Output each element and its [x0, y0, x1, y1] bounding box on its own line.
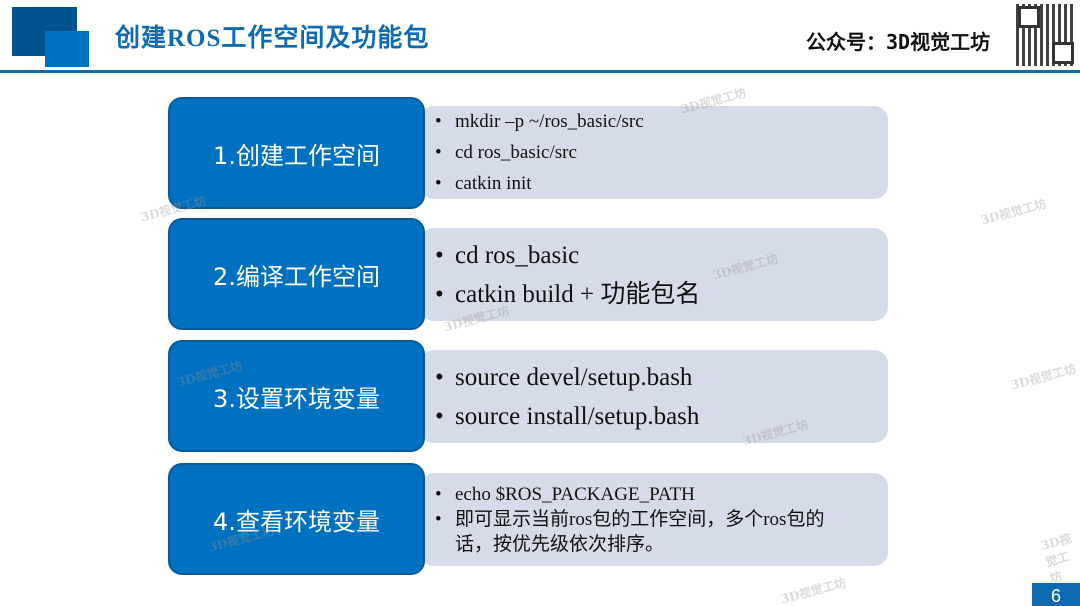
step-3-content: source devel/setup.bash source install/s…: [420, 350, 888, 443]
logo-square-light: [45, 31, 89, 67]
list-item: source install/setup.bash: [435, 397, 888, 436]
list-item: cd ros_basic/src: [435, 137, 888, 168]
list-item: mkdir –p ~/ros_basic/src: [435, 106, 888, 137]
step-4-box: 4.查看环境变量: [168, 463, 425, 575]
list-item: echo $ROS_PACKAGE_PATH: [435, 482, 888, 507]
list-item: 即可显示当前ros包的工作空间，多个ros包的话，按优先级依次排序。: [435, 507, 855, 557]
watermark: 3D视觉工坊: [1009, 361, 1078, 393]
step-1-box: 1.创建工作空间: [168, 97, 425, 209]
list-item: cd ros_basic: [435, 236, 888, 275]
list-item: source devel/setup.bash: [435, 358, 888, 397]
watermark: 3D视觉工坊: [979, 196, 1048, 228]
list-item: catkin init: [435, 168, 888, 199]
qr-code-icon: [1016, 4, 1076, 66]
list-item: catkin build + 功能包名: [435, 275, 888, 314]
account-label: 公众号：3D视觉工坊: [806, 30, 991, 54]
watermark: 3D视觉工坊: [779, 575, 848, 606]
step-2-box: 2.编译工作空间: [168, 218, 425, 330]
page-number: 6: [1032, 583, 1080, 606]
page-title: 创建ROS工作空间及功能包: [115, 25, 430, 52]
step-1-content: mkdir –p ~/ros_basic/src cd ros_basic/sr…: [420, 106, 888, 199]
step-4-content: echo $ROS_PACKAGE_PATH 即可显示当前ros包的工作空间，多…: [420, 473, 888, 566]
header-divider: [0, 70, 1080, 73]
step-2-content: cd ros_basic catkin build + 功能包名: [420, 228, 888, 321]
watermark: 3D视觉工坊: [1039, 531, 1073, 586]
step-3-box: 3.设置环境变量: [168, 340, 425, 452]
